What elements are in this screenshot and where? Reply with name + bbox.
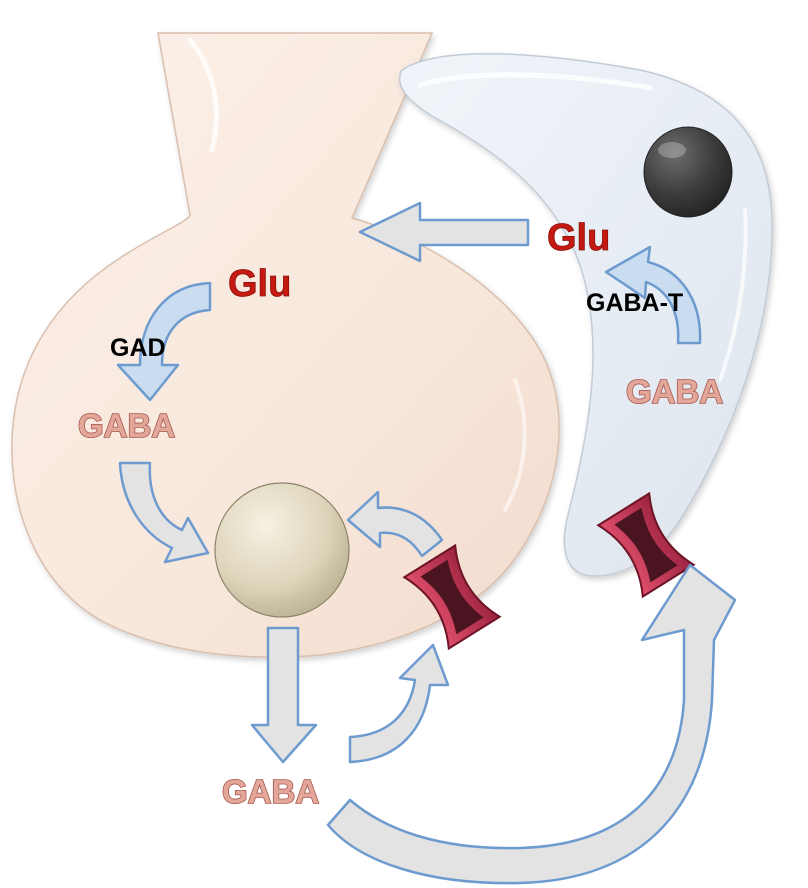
glu-neuron-label: Glu <box>228 263 291 305</box>
gaba-t-label: GABA-T <box>586 289 683 317</box>
neuron-highlight <box>187 37 219 153</box>
glu-transfer-arrow <box>358 201 530 263</box>
gaba-to-vesicle-arrow <box>118 461 210 564</box>
gaba-t-arrow <box>604 245 702 345</box>
glia-highlight <box>417 72 653 91</box>
neuron-highlight-2 <box>503 378 527 512</box>
neuronal-gaba-transporter <box>402 543 502 651</box>
glia-highlight-2 <box>718 208 748 382</box>
gaba-neuron-label: GABA <box>78 407 175 444</box>
reuptake-neuronal-arrow <box>348 643 450 764</box>
glu-glia-label: Glu <box>547 217 610 259</box>
synaptic-vesicle <box>214 482 350 618</box>
glial-nucleus <box>643 126 733 218</box>
nucleus-shine <box>658 142 686 158</box>
reuptake-to-vesicle-arrow <box>346 490 444 558</box>
glial-gaba-transporter <box>596 491 696 599</box>
gaba-glia-label: GABA <box>626 373 723 410</box>
gad-label: GAD <box>110 334 166 362</box>
reuptake-glial-arrow <box>326 563 737 885</box>
gaba-synapse-label: GABA <box>222 773 319 810</box>
gad-arrow <box>116 281 212 402</box>
gaba-release-arrow <box>250 626 318 764</box>
